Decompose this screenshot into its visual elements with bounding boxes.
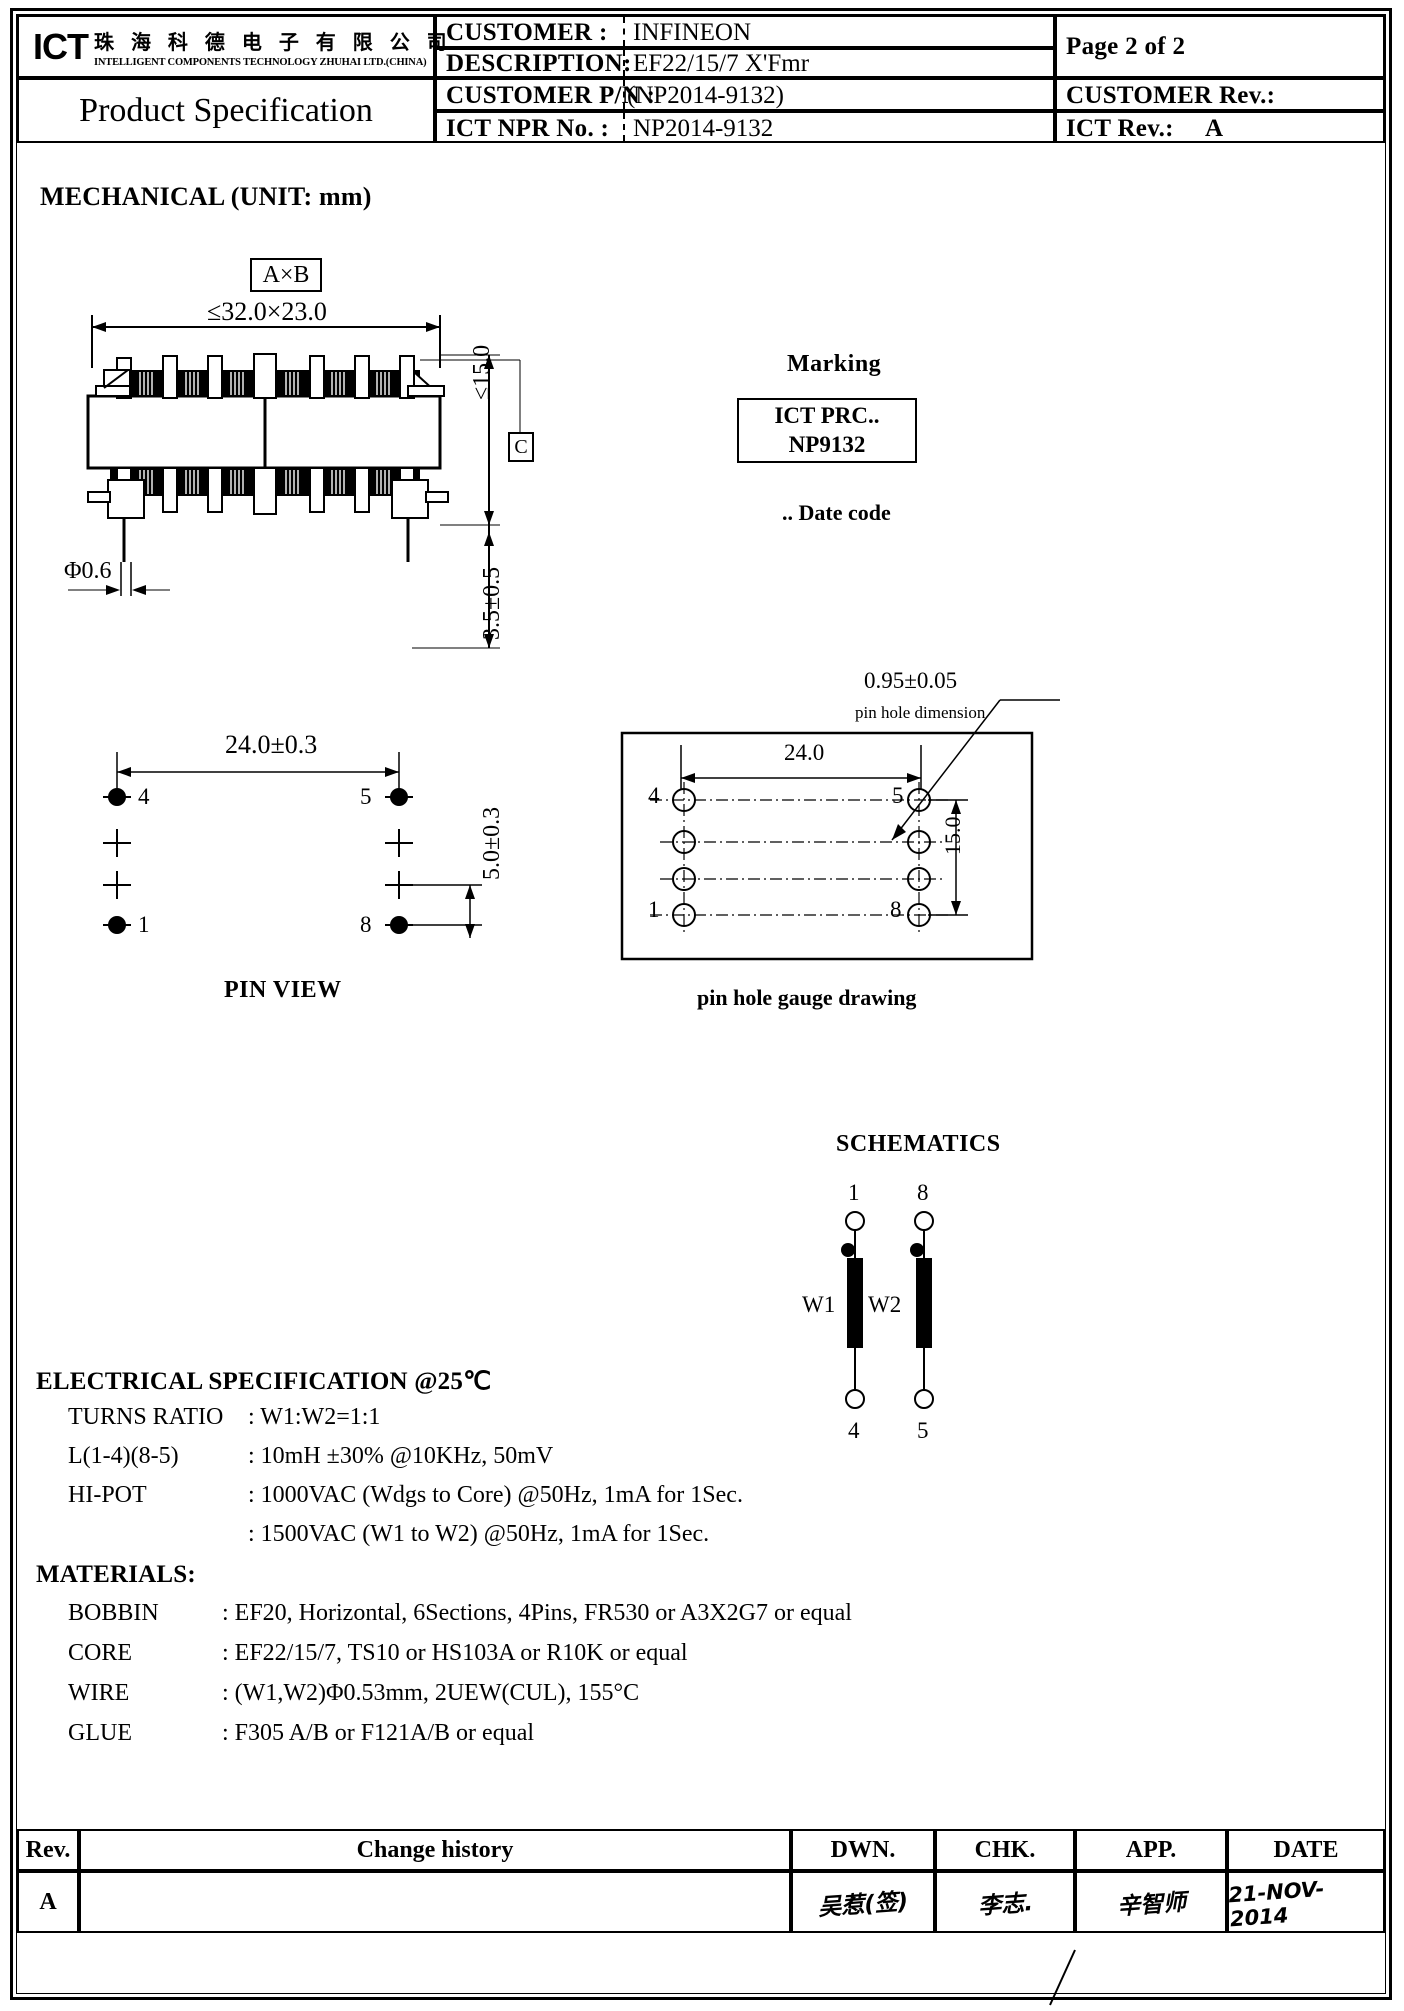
schematic-pin-8: 8 — [917, 1180, 929, 1205]
revision-cell-date: 21-NOV-2014 — [1227, 1871, 1385, 1933]
customer-pn-label: CUSTOMER P/N : — [446, 82, 656, 109]
material-value-glue: : F305 A/B or F121A/B or equal — [222, 1720, 535, 1746]
customer-rev-cell: CUSTOMER Rev.: — [1055, 78, 1385, 111]
description-value: EF22/15/7 X'Fmr — [633, 50, 810, 77]
company-logo-block: ICT 珠 海 科 德 电 子 有 限 公 司 INTELLIGENT COMP… — [17, 15, 447, 78]
signature-app: 辛智师 — [1115, 1889, 1187, 1921]
revision-col-date: DATE — [1227, 1829, 1385, 1871]
material-key-glue: GLUE — [68, 1720, 132, 1746]
revision-table: Rev. Change history DWN. CHK. APP. DATE … — [17, 1829, 1385, 1994]
pin-view-pin-8: 8 — [360, 912, 372, 937]
c-dimension-box: C — [508, 432, 534, 462]
page-border-inner — [16, 14, 1386, 1994]
material-key-bobbin: BOBBIN — [68, 1600, 159, 1626]
revision-cell-dwn: 吴惹(签) — [791, 1871, 935, 1933]
dimension-ab-value: ≤32.0×23.0 — [207, 297, 327, 326]
revision-cell-app: 辛智师 — [1075, 1871, 1227, 1933]
page-number: Page 2 of 2 — [1066, 33, 1186, 60]
dimension-pin-pitch-x: 24.0±0.3 — [225, 730, 318, 759]
spec-key-hipot: HI-POT — [68, 1482, 147, 1508]
revision-col-rev: Rev. — [17, 1829, 79, 1871]
spec-value-hipot-2: : 1500VAC (W1 to W2) @50Hz, 1mA for 1Sec… — [248, 1521, 710, 1547]
pin-view-label: PIN VIEW — [224, 977, 342, 1003]
pin-view-pin-1: 1 — [138, 912, 150, 937]
gauge-drawing-label: pin hole gauge drawing — [697, 985, 917, 1010]
gauge-dimension-y: 15.0 — [940, 816, 965, 856]
dimension-height: ≤15.0 — [469, 344, 495, 400]
ict-rev-value: A — [1205, 115, 1224, 142]
marking-date-code: .. Date code — [782, 500, 891, 525]
marking-box: ICT PRC.. NP9132 — [737, 398, 917, 463]
customer-value: INFINEON — [633, 19, 752, 46]
marking-line-1: ICT PRC.. — [774, 402, 880, 428]
customer-rev-label: CUSTOMER Rev.: — [1066, 82, 1276, 109]
ab-dimension-box: A×B — [250, 258, 322, 292]
schematics-heading: SCHEMATICS — [836, 1131, 1001, 1157]
ict-npr-value: NP2014-9132 — [633, 115, 774, 142]
material-value-core: : EF22/15/7, TS10 or HS103A or R10K or e… — [222, 1640, 688, 1666]
ict-rev-label: ICT Rev.: — [1066, 115, 1174, 142]
signature-chk: 李志. — [976, 1890, 1034, 1920]
material-value-bobbin: : EF20, Horizontal, 6Sections, 4Pins, FR… — [222, 1600, 852, 1626]
description-label: DESCRIPTION: — [446, 50, 632, 77]
gauge-dimension-x: 24.0 — [784, 740, 825, 765]
marking-heading: Marking — [787, 351, 882, 377]
spec-key-inductance: L(1-4)(8-5) — [68, 1443, 179, 1469]
schematic-winding-w2: W2 — [868, 1292, 902, 1317]
pin-hole-dimension-caption: pin hole dimension — [855, 703, 986, 722]
mechanical-section-heading: MECHANICAL (UNIT: mm) — [40, 182, 372, 211]
revision-cell-chk: 李志. — [935, 1871, 1075, 1933]
ict-npr-label: ICT NPR No. : — [446, 115, 610, 142]
signature-dwn: 吴惹(签) — [817, 1888, 910, 1922]
customer-label: CUSTOMER : — [446, 19, 608, 46]
materials-heading: MATERIALS: — [36, 1561, 196, 1588]
spec-key-turns-ratio: TURNS RATIO — [68, 1404, 224, 1430]
revision-col-change: Change history — [79, 1829, 791, 1871]
schematic-pin-4: 4 — [848, 1418, 860, 1443]
ict-logo-icon: ICT — [33, 25, 89, 67]
ict-rev-cell: ICT Rev.: A — [1055, 111, 1385, 143]
electrical-heading: ELECTRICAL SPECIFICATION @25℃ — [36, 1368, 492, 1395]
customer-pn-value: (NP2014-9132) — [627, 82, 784, 109]
description-row: DESCRIPTION: EF22/15/7 X'Fmr — [435, 48, 1055, 78]
material-value-wire: : (W1,W2)Φ0.53mm, 2UEW(CUL), 155°C — [222, 1680, 640, 1706]
material-key-wire: WIRE — [68, 1680, 130, 1706]
page-number-cell: Page 2 of 2 — [1055, 15, 1385, 78]
dimension-pin-pitch-y: 5.0±0.3 — [479, 806, 505, 880]
customer-row: CUSTOMER : INFINEON — [435, 15, 1055, 48]
pin-view-pin-5: 5 — [360, 784, 372, 809]
gauge-pin-8: 8 — [890, 897, 902, 922]
spec-value-turns-ratio: : W1:W2=1:1 — [248, 1404, 381, 1430]
marking-line-2: NP9132 — [788, 431, 866, 457]
gauge-pin-1: 1 — [648, 897, 660, 922]
schematic-winding-w1: W1 — [802, 1292, 836, 1317]
schematic-pin-1: 1 — [848, 1180, 860, 1205]
spec-value-inductance: : 10mH ±30% @10KHz, 50mV — [248, 1443, 554, 1469]
pin-view-pin-4: 4 — [138, 784, 150, 809]
pin-hole-dimension-value: 0.95±0.05 — [864, 668, 958, 693]
page-border-outer — [10, 8, 1392, 2000]
signature-date: 21-NOV-2014 — [1227, 1876, 1326, 1932]
revision-cell-change — [79, 1871, 791, 1933]
company-name-english: INTELLIGENT COMPONENTS TECHNOLOGY ZHUHAI… — [94, 56, 427, 68]
revision-col-dwn: DWN. — [791, 1829, 935, 1871]
company-name-chinese: 珠 海 科 德 电 子 有 限 公 司 — [94, 29, 452, 54]
spec-value-hipot-1: : 1000VAC (Wdgs to Core) @50Hz, 1mA for … — [248, 1482, 743, 1508]
gauge-pin-4: 4 — [648, 783, 660, 808]
schematic-pin-5: 5 — [917, 1418, 929, 1443]
revision-col-app: APP. — [1075, 1829, 1227, 1871]
ict-npr-row: ICT NPR No. : NP2014-9132 — [435, 111, 1055, 143]
customer-pn-row: CUSTOMER P/N : (NP2014-9132) — [435, 78, 1055, 111]
header-table: ICT 珠 海 科 德 电 子 有 限 公 司 INTELLIGENT COMP… — [17, 15, 1385, 143]
revision-col-chk: CHK. — [935, 1829, 1075, 1871]
gauge-pin-5: 5 — [892, 783, 904, 808]
dimension-pin-length: 3.5±0.5 — [479, 566, 505, 640]
revision-cell-rev: A — [17, 1871, 79, 1933]
document-title: Product Specification — [17, 78, 435, 143]
material-key-core: CORE — [68, 1640, 133, 1666]
dimension-pin-diameter: Φ0.6 — [64, 558, 112, 584]
